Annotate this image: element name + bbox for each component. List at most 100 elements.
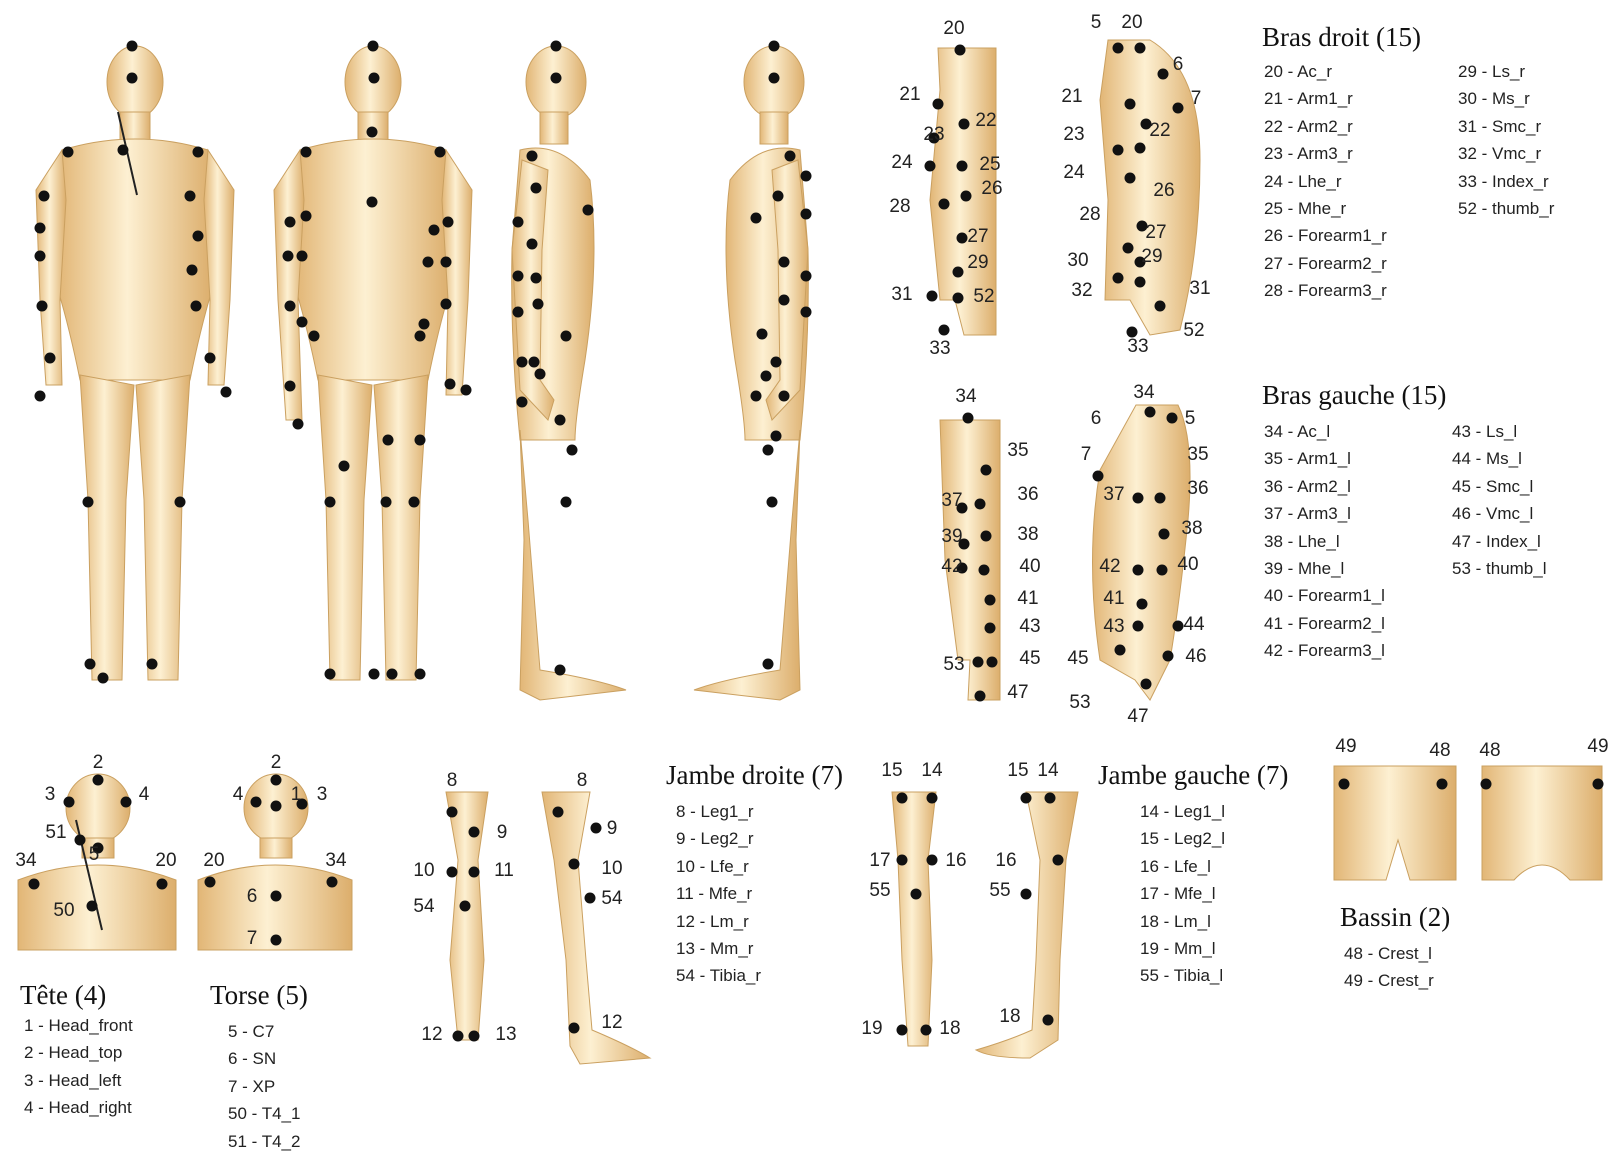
marker-dot (897, 793, 908, 804)
marker-dot (367, 197, 378, 208)
marker-dot (1159, 529, 1170, 540)
marker-dot (453, 1031, 464, 1042)
legend-item: 34 - Ac_l (1264, 418, 1385, 445)
marker-dot (1141, 679, 1152, 690)
bras-gauche-title: Bras gauche (15) (1262, 380, 1446, 411)
marker-dot (29, 879, 40, 890)
marker-dot (963, 413, 974, 424)
marker-dot (75, 835, 86, 846)
marker-number-label: 37 (1103, 484, 1124, 505)
marker-number-label: 52 (1183, 320, 1204, 341)
marker-number-label: 3 (317, 784, 328, 805)
marker-dot (779, 295, 790, 306)
marker-dot (1053, 855, 1064, 866)
marker-dot (551, 73, 562, 84)
marker-dot (801, 209, 812, 220)
marker-number-label: 8 (447, 770, 458, 791)
marker-dot (897, 1025, 908, 1036)
marker-dot (285, 381, 296, 392)
marker-dot (85, 659, 96, 670)
marker-dot (339, 461, 350, 472)
marker-dot (555, 415, 566, 426)
marker-number-label: 34 (325, 850, 347, 871)
marker-dot (445, 379, 456, 390)
marker-dot (121, 797, 132, 808)
marker-dot (985, 595, 996, 606)
marker-number-label: 20 (1121, 12, 1142, 33)
marker-dot (447, 807, 458, 818)
marker-dot (953, 267, 964, 278)
figure-back-view (36, 46, 234, 680)
marker-dot (553, 807, 564, 818)
marker-dot (911, 889, 922, 900)
marker-number-label: 28 (1079, 204, 1100, 225)
marker-dot (447, 867, 458, 878)
marker-dot (921, 1025, 932, 1036)
legend-item: 27 - Forearm2_r (1264, 250, 1387, 277)
marker-number-label: 55 (989, 880, 1010, 901)
legend-item: 45 - Smc_l (1452, 473, 1547, 500)
marker-dot (761, 371, 772, 382)
marker-dot (985, 623, 996, 634)
marker-number-label: 53 (1069, 692, 1090, 713)
marker-dot (979, 565, 990, 576)
legend-item: 11 - Mfe_r (676, 880, 761, 907)
marker-dot (1043, 1015, 1054, 1026)
marker-number-label: 28 (889, 196, 910, 217)
marker-dot (531, 273, 542, 284)
marker-dot (369, 73, 380, 84)
marker-number-label: 1 (291, 784, 302, 805)
marker-dot (513, 217, 524, 228)
marker-dot (1158, 69, 1169, 80)
marker-dot (779, 391, 790, 402)
marker-dot (751, 213, 762, 224)
marker-dot (1137, 599, 1148, 610)
jambe-droite-title: Jambe droite (7) (666, 760, 843, 791)
legend-item: 44 - Ms_l (1452, 445, 1547, 472)
marker-dot (187, 265, 198, 276)
marker-dot (555, 665, 566, 676)
marker-dot (1021, 793, 1032, 804)
marker-number-label: 50 (53, 900, 74, 921)
marker-number-label: 12 (421, 1024, 442, 1045)
marker-dot (785, 151, 796, 162)
marker-dot (301, 211, 312, 222)
marker-dot (301, 147, 312, 158)
marker-number-label: 3 (45, 784, 56, 805)
tete-title: Tête (4) (20, 980, 106, 1011)
legend-item: 20 - Ac_r (1264, 58, 1387, 85)
marker-number-label: 15 (1007, 760, 1028, 781)
marker-number-label: 41 (1103, 588, 1124, 609)
leg-r-front-panel (446, 792, 488, 1040)
marker-dot (309, 331, 320, 342)
marker-dot (87, 901, 98, 912)
marker-dot (369, 669, 380, 680)
marker-number-label: 36 (1187, 478, 1208, 499)
marker-number-label: 41 (1017, 588, 1038, 609)
marker-dot (513, 271, 524, 282)
marker-dot (767, 497, 778, 508)
legend-item: 23 - Arm3_r (1264, 140, 1387, 167)
legend-item: 49 - Crest_r (1344, 967, 1434, 994)
marker-number-label: 14 (921, 760, 943, 781)
marker-dot (381, 497, 392, 508)
marker-dot (569, 1023, 580, 1034)
marker-dot (297, 317, 308, 328)
marker-dot (293, 419, 304, 430)
marker-number-label: 26 (1153, 180, 1174, 201)
marker-dot (35, 391, 46, 402)
marker-dot (415, 435, 426, 446)
marker-dot (567, 445, 578, 456)
marker-dot (959, 119, 970, 130)
marker-dot (1093, 471, 1104, 482)
marker-number-label: 9 (607, 818, 618, 839)
marker-number-label: 12 (601, 1012, 622, 1033)
marker-number-label: 34 (15, 850, 37, 871)
figure-right-side-view (512, 46, 626, 700)
marker-dot (533, 299, 544, 310)
marker-dot (415, 331, 426, 342)
legend-item: 4 - Head_right (24, 1094, 133, 1121)
marker-dot (801, 171, 812, 182)
marker-number-label: 45 (1019, 648, 1040, 669)
